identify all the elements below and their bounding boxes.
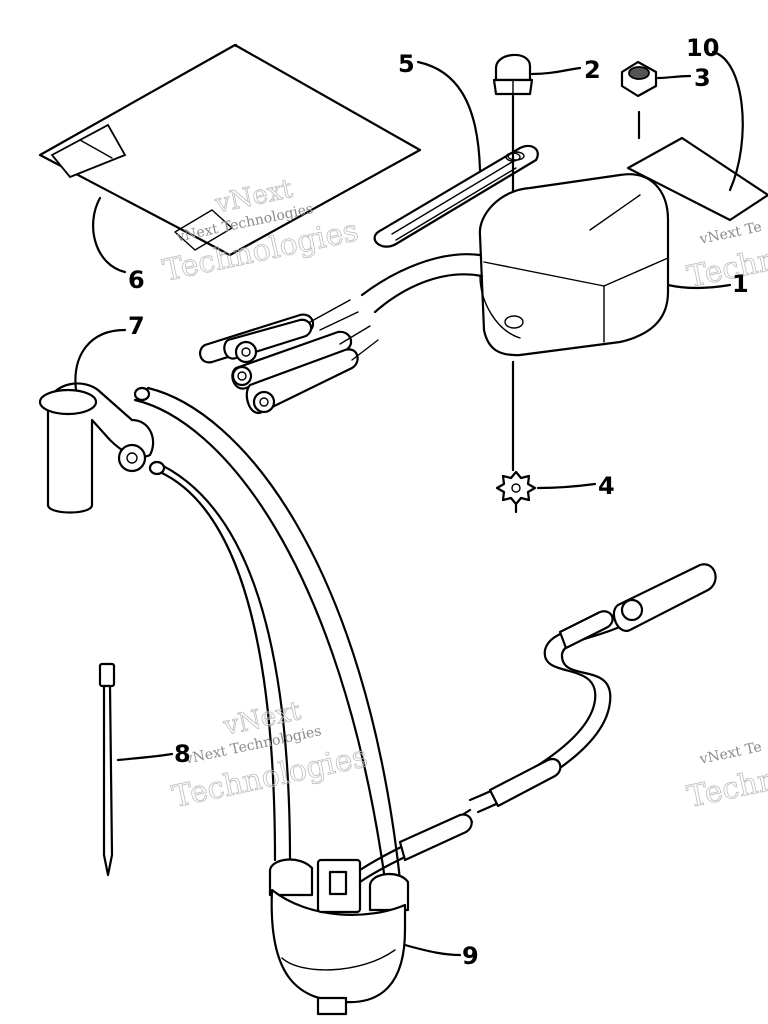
part-6-sheet bbox=[38, 43, 422, 257]
watermark-3: vNext Te Techn bbox=[684, 219, 768, 295]
callout-9: 9 bbox=[462, 942, 479, 970]
callout-3: 3 bbox=[694, 64, 711, 92]
part-7-plug-cap bbox=[38, 382, 155, 514]
leader-9 bbox=[403, 943, 462, 957]
callout-2: 2 bbox=[584, 56, 601, 84]
callout-1: 1 bbox=[732, 270, 749, 298]
svg-text:Techn: Techn bbox=[684, 242, 768, 295]
leader-6 bbox=[92, 196, 127, 274]
leader-8 bbox=[116, 752, 174, 762]
part-3-hex-nut bbox=[620, 60, 658, 98]
svg-text:vNext Te: vNext Te bbox=[697, 739, 763, 768]
part-1-cdi-module bbox=[478, 173, 670, 357]
leader-2 bbox=[530, 66, 582, 76]
coil-harness bbox=[468, 563, 717, 814]
callout-4: 4 bbox=[598, 472, 615, 500]
leader-10 bbox=[711, 50, 744, 192]
leader-5 bbox=[416, 60, 482, 172]
leader-1 bbox=[666, 283, 732, 290]
callout-10: 10 bbox=[686, 34, 719, 62]
callout-7: 7 bbox=[128, 312, 145, 340]
leader-4 bbox=[536, 482, 597, 490]
part-9-ignition-coil bbox=[133, 386, 474, 1016]
watermark-4: vNext Te Techn bbox=[684, 739, 768, 815]
part-2-acorn-nut bbox=[492, 53, 534, 96]
part-8-cable-tie bbox=[98, 662, 116, 877]
callout-5: 5 bbox=[398, 50, 415, 78]
part-4-star-washer bbox=[495, 470, 537, 506]
leader-3 bbox=[656, 74, 692, 80]
callout-8: 8 bbox=[174, 740, 191, 768]
svg-text:vNext Te: vNext Te bbox=[697, 219, 763, 248]
leader-7 bbox=[74, 328, 127, 392]
part-10-pad bbox=[626, 136, 768, 222]
module-harness bbox=[199, 253, 484, 415]
callout-6: 6 bbox=[128, 266, 145, 294]
svg-text:Techn: Techn bbox=[684, 762, 768, 815]
